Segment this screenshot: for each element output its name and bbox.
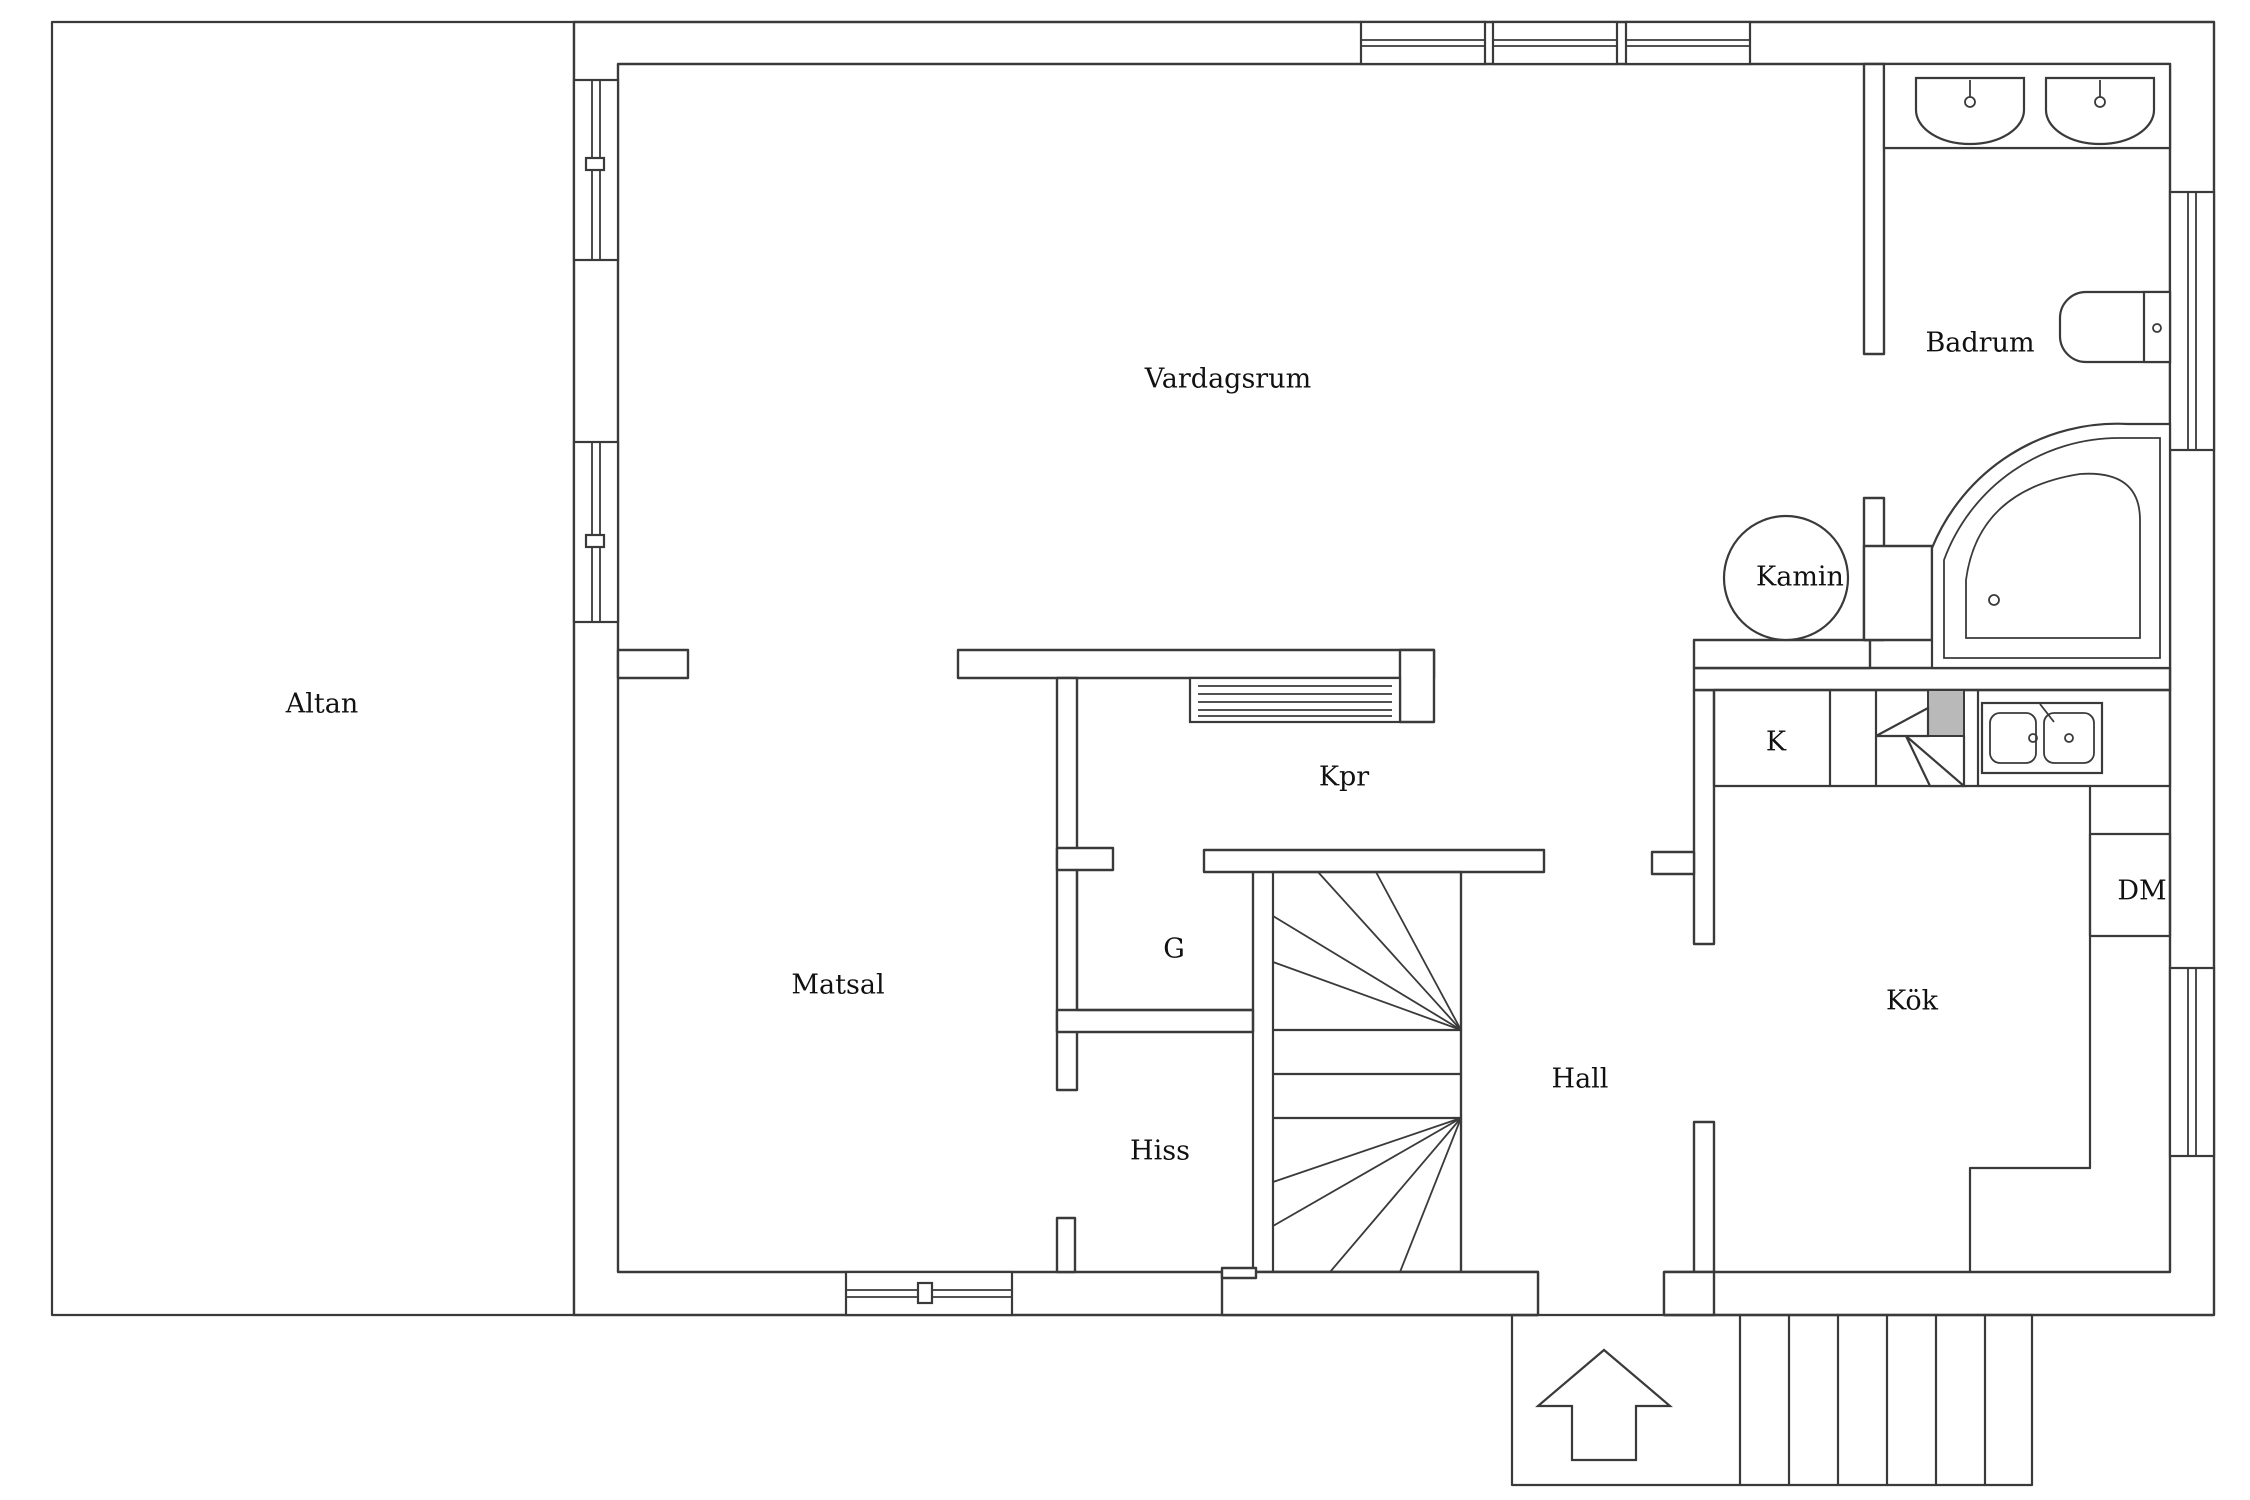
entrance-arrow-icon [1535, 1348, 1673, 1462]
range-hood [1875, 689, 1967, 788]
corner-bathtub [1930, 422, 2172, 670]
terrace-doors [572, 78, 620, 624]
label-altan: Altan [285, 689, 358, 720]
bottom-window [844, 1270, 1014, 1317]
bathroom-partition [1862, 62, 1886, 356]
stair-bottom-wall [1220, 1270, 1540, 1317]
label-g: G [1163, 934, 1185, 965]
corridor-wall-back [1398, 648, 1436, 724]
right-windows [2168, 190, 2216, 1158]
label-vardagsrum: Vardagsrum [1144, 364, 1311, 395]
label-matsal: Matsal [791, 970, 884, 1001]
entrance-steps [1510, 1313, 2034, 1487]
terrace-outline [50, 20, 576, 1317]
entrance-opening [1538, 1270, 1664, 1318]
kitchen-north-wall [1692, 666, 2172, 692]
label-hall: Hall [1552, 1064, 1609, 1095]
kitchen-sink [1980, 701, 2104, 775]
top-windows [1359, 20, 1752, 66]
label-kamin: Kamin [1756, 562, 1844, 593]
fireplace [1722, 514, 1850, 642]
bathroom-sinks [1882, 62, 2172, 150]
label-dm: DM [2117, 876, 2166, 907]
partition-east [1692, 688, 1716, 946]
toilet [2058, 290, 2172, 364]
label-badrum: Badrum [1925, 328, 2034, 359]
label-k: K [1766, 727, 1787, 758]
label-kpr: Kpr [1319, 762, 1369, 793]
stair-top-wall [1202, 848, 1546, 874]
fireplace-wall [1692, 638, 1872, 670]
label-hiss: Hiss [1130, 1136, 1190, 1167]
staircase [1251, 870, 1463, 1274]
label-kok: Kök [1886, 986, 1939, 1017]
wall-stub-matsal [616, 648, 690, 680]
corridor-wall [956, 648, 1436, 680]
